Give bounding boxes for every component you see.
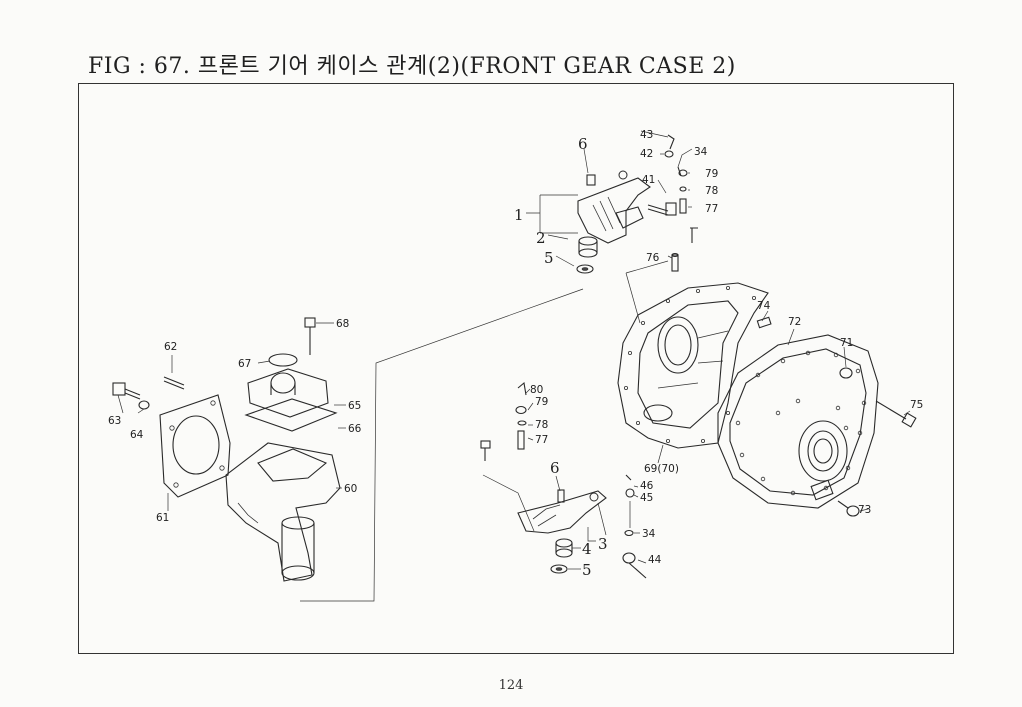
callout-4: 4 <box>582 540 592 558</box>
callout-63: 63 <box>108 415 121 427</box>
callout-78-lower: 78 <box>535 419 548 431</box>
callout-44: 44 <box>648 554 662 566</box>
callout-69-70: 69(70) <box>644 463 679 475</box>
callout-5-lower: 5 <box>582 561 592 579</box>
callout-43: 43 <box>640 129 653 141</box>
callout-68: 68 <box>336 318 349 330</box>
callout-80: 80 <box>530 384 543 396</box>
callout-75: 75 <box>910 399 923 411</box>
callout-34-lower: 34 <box>642 528 656 540</box>
exploded-parts-diagram: 43 42 34 6 41 79 78 77 1 2 5 76 74 72 71… <box>108 129 923 602</box>
callout-6: 6 <box>578 135 588 153</box>
pump-housing-assembly <box>112 317 341 582</box>
leader-lines <box>117 130 911 570</box>
callout-65: 65 <box>348 400 361 412</box>
callout-41: 41 <box>642 174 655 186</box>
upper-bracket-assembly <box>576 134 698 274</box>
figure-title: FIG : 67. 프론트 기어 케이스 관계(2)(FRONT GEAR CA… <box>88 54 736 79</box>
callout-60: 60 <box>344 483 357 495</box>
callout-3: 3 <box>598 535 608 553</box>
callout-79-lower: 79 <box>535 396 548 408</box>
callout-78: 78 <box>705 185 718 197</box>
callout-34: 34 <box>694 146 708 158</box>
callout-76: 76 <box>646 252 660 264</box>
callout-61: 61 <box>156 512 169 524</box>
callout-1: 1 <box>514 206 524 224</box>
callout-42: 42 <box>640 148 653 160</box>
callout-74: 74 <box>757 300 771 312</box>
callout-46: 46 <box>640 480 654 492</box>
callout-66: 66 <box>348 423 362 435</box>
callout-5: 5 <box>544 249 554 267</box>
gear-case-cover <box>671 252 917 517</box>
lower-bracket-assembly <box>480 381 647 579</box>
front-gear-case <box>617 282 769 449</box>
callout-45: 45 <box>640 492 653 504</box>
callout-73: 73 <box>858 504 871 516</box>
diagram-frame <box>78 83 954 654</box>
callout-71: 71 <box>840 337 853 349</box>
page-number: 124 <box>498 678 524 693</box>
callout-2: 2 <box>536 229 546 247</box>
callout-67: 67 <box>238 358 251 370</box>
callout-72: 72 <box>788 316 801 328</box>
callout-77: 77 <box>705 203 718 215</box>
callout-6-lower: 6 <box>550 459 560 477</box>
callout-62: 62 <box>164 341 177 353</box>
callout-79: 79 <box>705 168 718 180</box>
callout-77-lower: 77 <box>535 434 548 446</box>
callout-64: 64 <box>130 429 144 441</box>
callout-labels: 43 42 34 6 41 79 78 77 1 2 5 76 74 72 71… <box>108 129 923 579</box>
